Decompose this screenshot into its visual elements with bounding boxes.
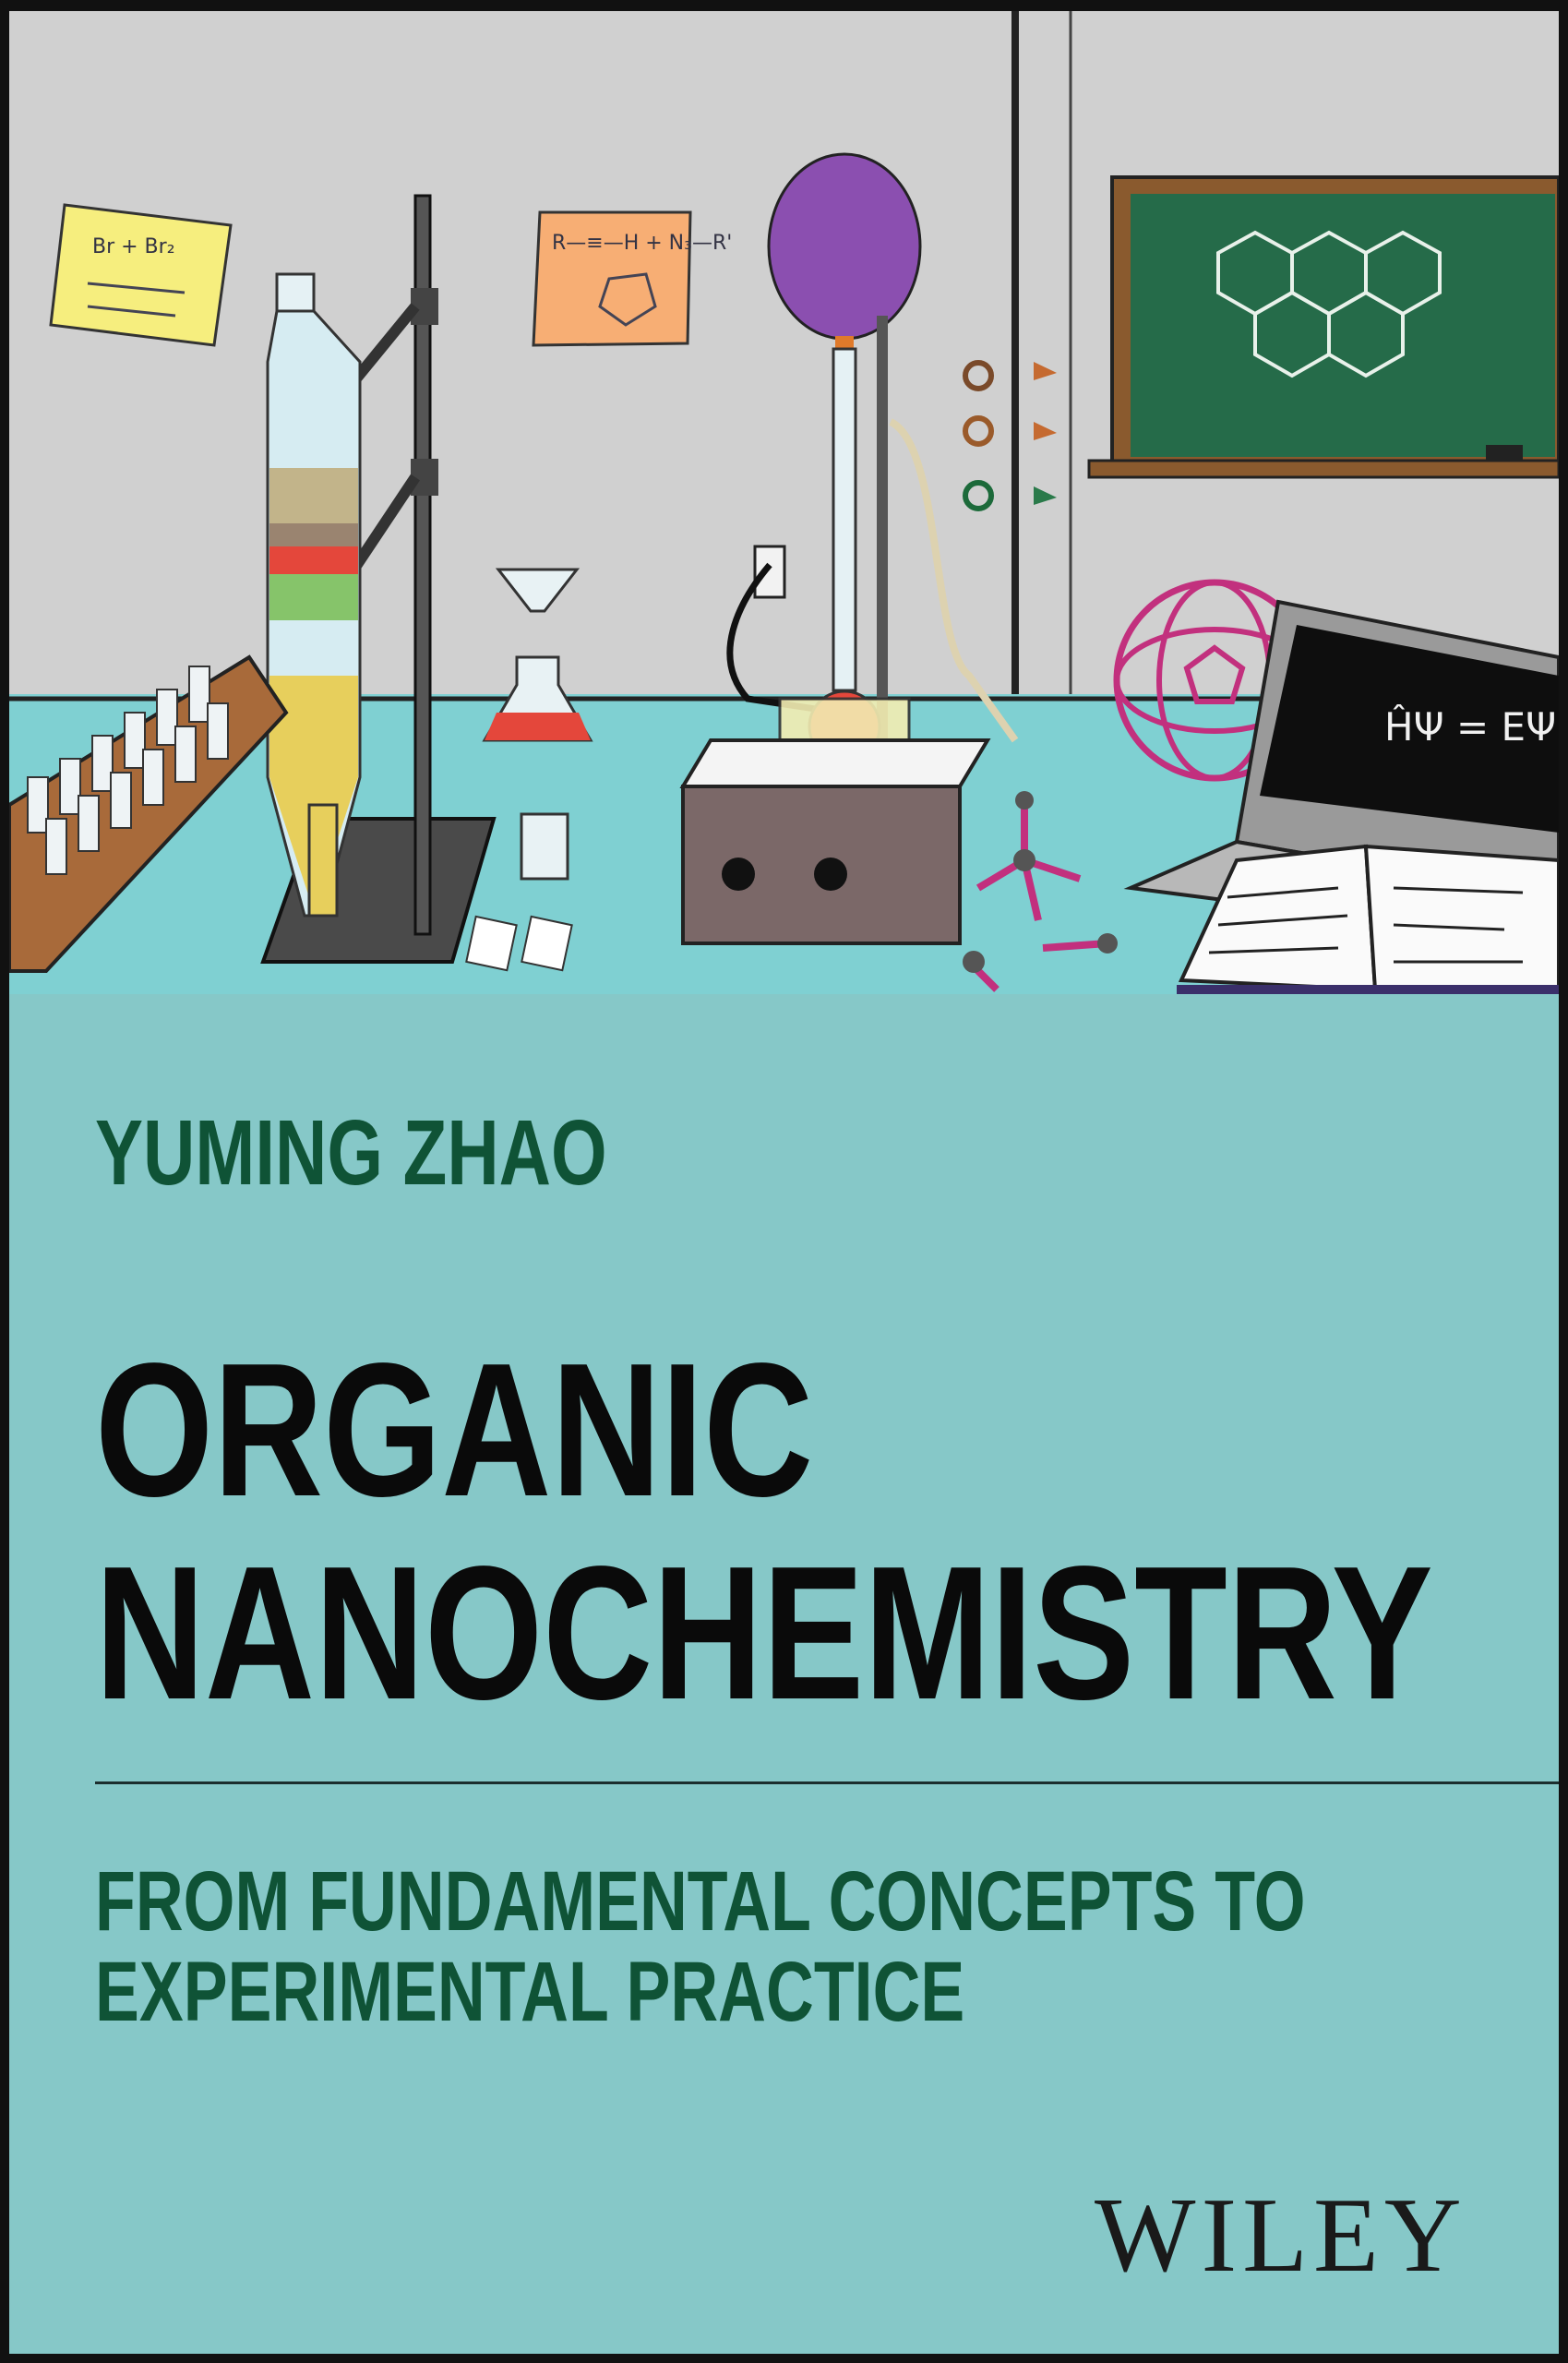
author-name: YUMING ZHAO	[95, 1101, 607, 1205]
gas-valve	[963, 415, 994, 447]
laptop-equation: ĤΨ = EΨ	[1384, 703, 1556, 750]
erlenmeyer-flask	[482, 568, 593, 742]
svg-text:R—≡—H + N₃—R': R—≡—H + N₃—R'	[552, 232, 732, 255]
ring-stand	[260, 194, 497, 964]
orange-sticky-note: R—≡—H + N₃—R'	[532, 210, 732, 347]
book-title-line-1: ORGANIC	[95, 1324, 814, 1536]
wall-outlet	[753, 545, 786, 599]
molecular-model	[963, 791, 1118, 992]
chalkboard	[1087, 175, 1559, 479]
yellow-sticky-note: Br + Br₂	[49, 203, 233, 347]
gas-valve	[963, 480, 994, 511]
chromatography-column	[266, 272, 362, 918]
title-divider	[95, 1781, 1559, 1784]
filter-paper	[465, 915, 518, 972]
laptop: ĤΨ = EΨ	[1123, 599, 1559, 946]
test-tube-rack	[9, 654, 289, 973]
open-notebook	[1177, 844, 1559, 994]
book-title-line-2: NANOCHEMISTRY	[95, 1527, 1433, 1739]
filter-paper	[521, 915, 573, 972]
subtitle-line-2: EXPERIMENTAL PRACTICE	[95, 1945, 965, 2039]
lab-illustration: Br + Br₂ R—≡—H + N₃—R'	[9, 11, 1559, 994]
svg-text:Br + Br₂: Br + Br₂	[92, 235, 175, 258]
gas-valve	[963, 360, 994, 391]
hot-plate	[679, 738, 991, 945]
publisher-logo: WILEY	[1095, 2177, 1467, 2295]
purple-balloon	[767, 152, 922, 341]
beaker	[520, 812, 569, 881]
balloon-reflux-setup	[767, 152, 1019, 768]
subtitle-line-1: FROM FUNDAMENTAL CONCEPTS TO	[95, 1854, 1306, 1949]
book-cover: Br + Br₂ R—≡—H + N₃—R'	[9, 11, 1559, 2354]
